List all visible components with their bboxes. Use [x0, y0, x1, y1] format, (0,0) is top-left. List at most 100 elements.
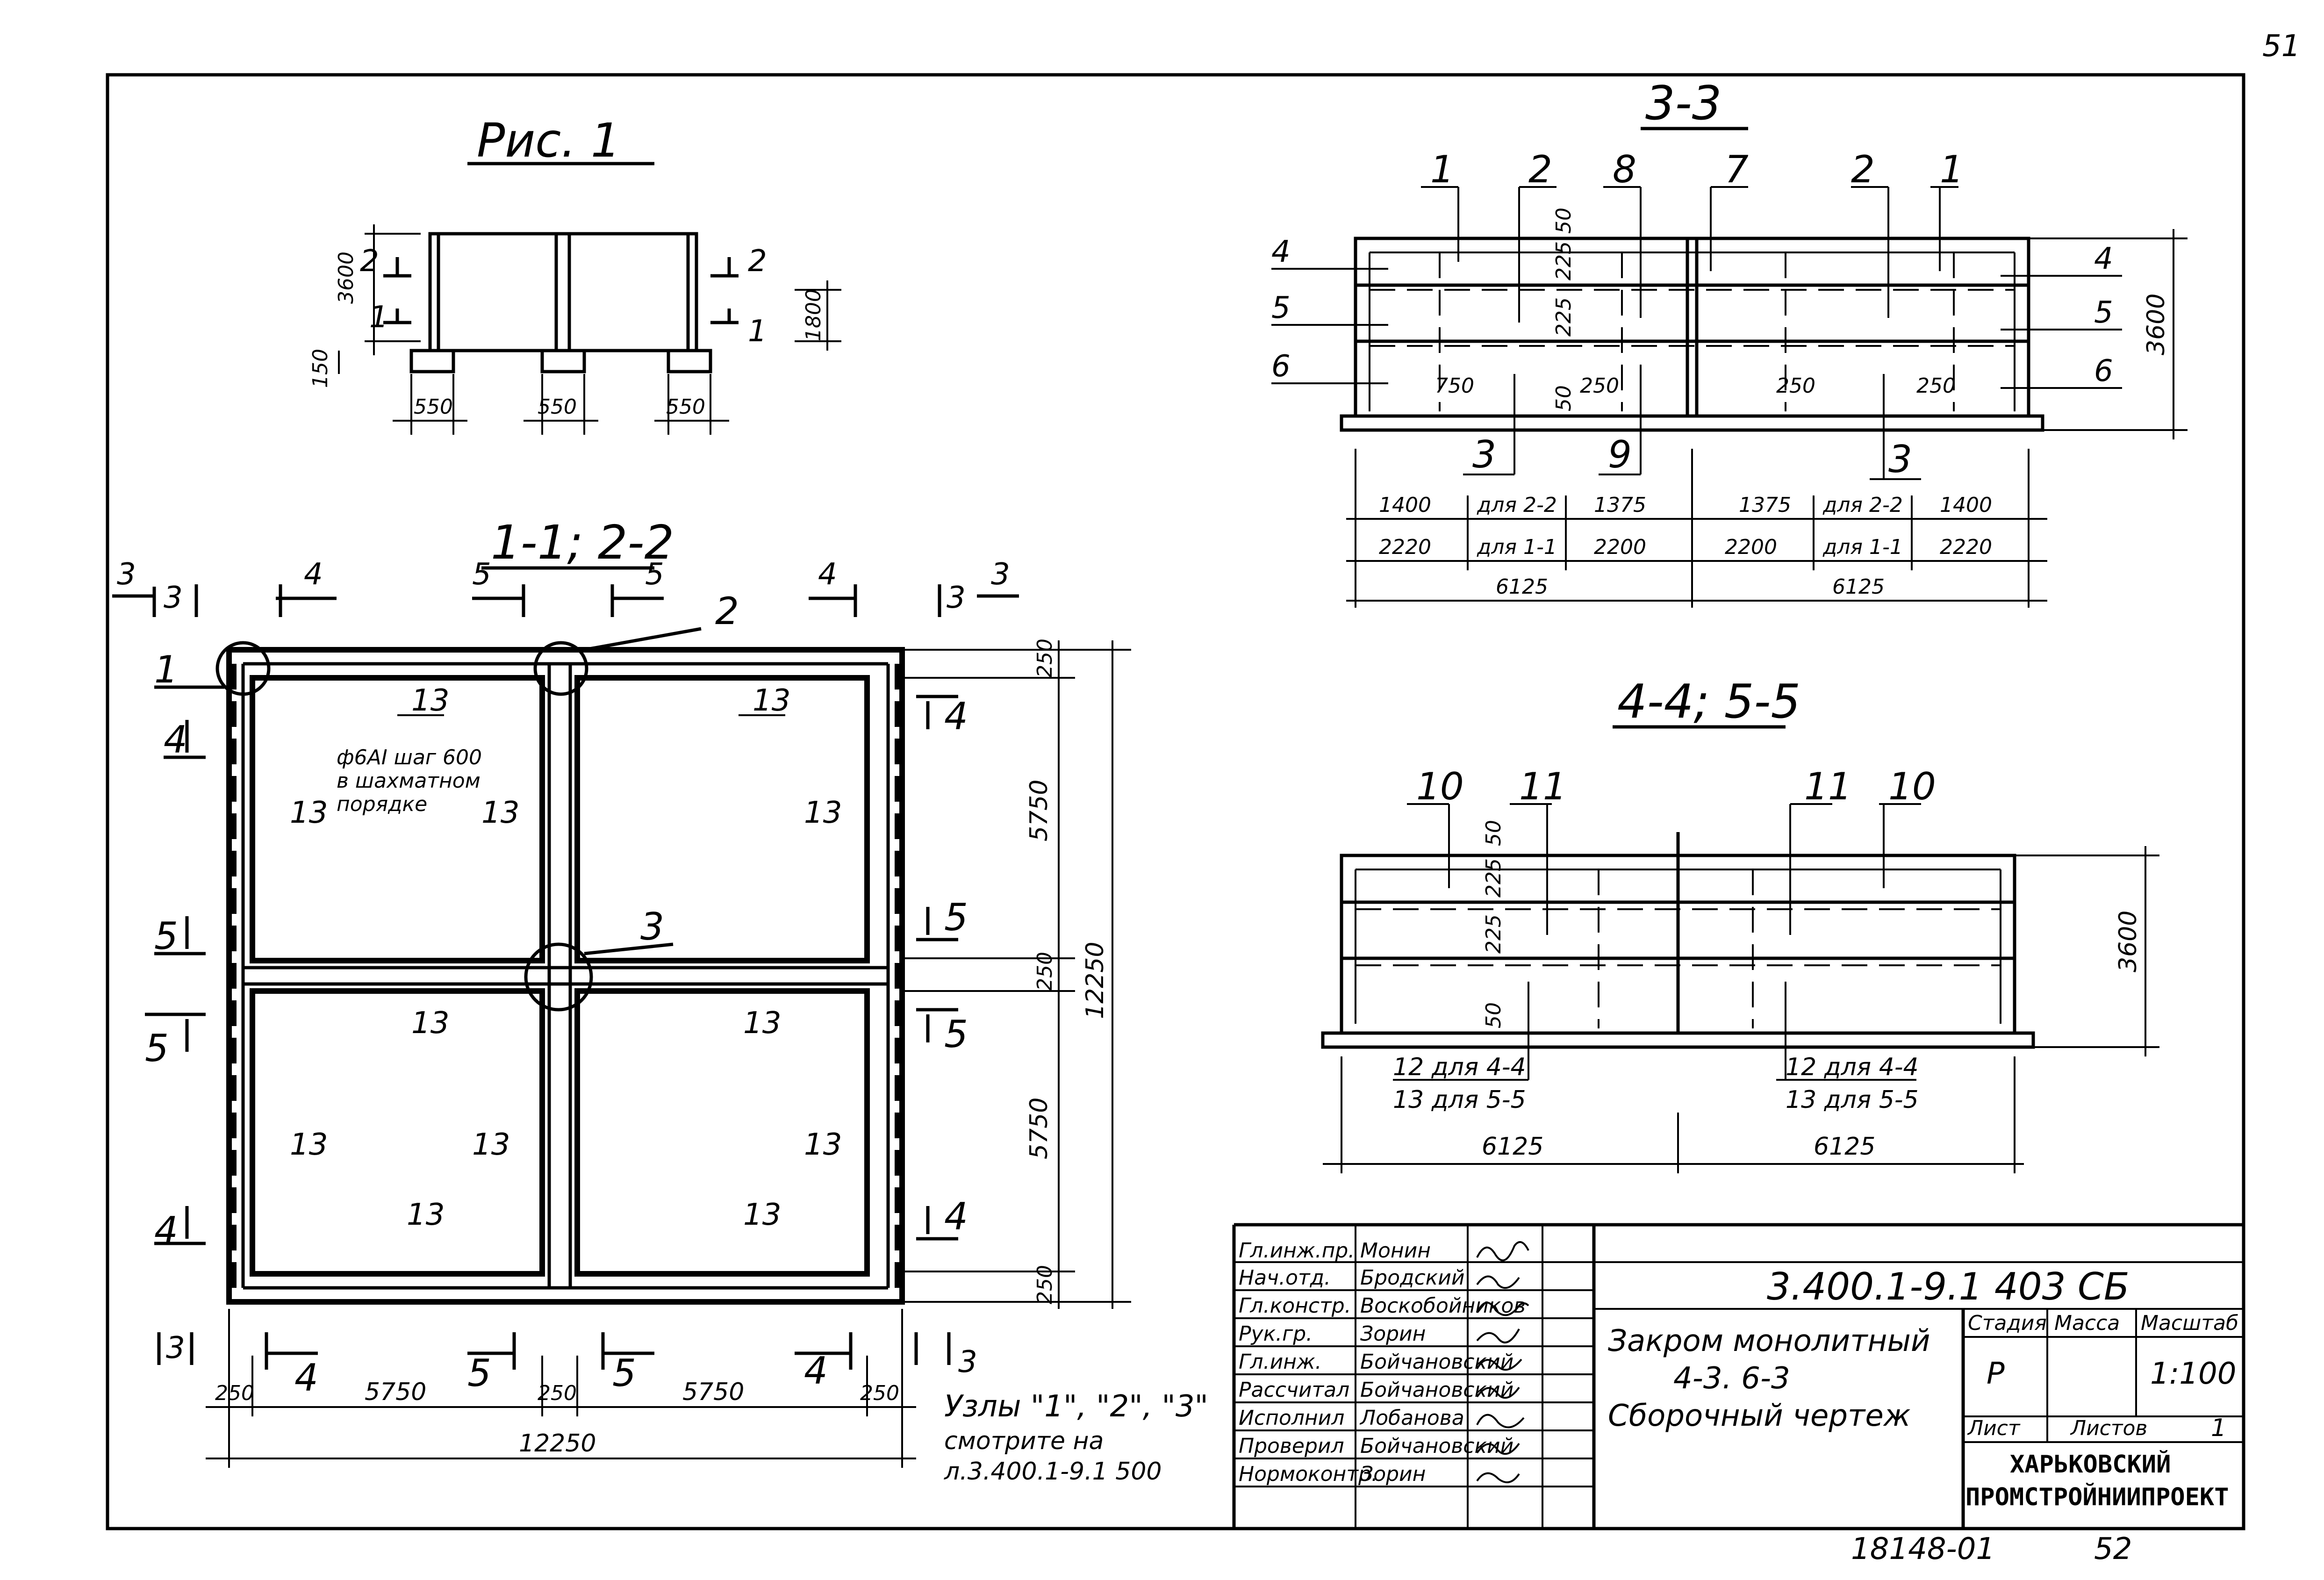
tb-scale-label: Масштаб [2141, 1311, 2238, 1335]
dim-bottom-4: 5750 [682, 1378, 744, 1406]
callout-3: 3 [640, 905, 664, 948]
dim-bottom-1: 250 [215, 1381, 254, 1405]
page-number: 51 [2262, 29, 2300, 64]
s44-top-10b: 10 [1888, 765, 1936, 808]
tb-stage-label: Стадия [1968, 1311, 2047, 1335]
fig1-base-150: 150 [308, 349, 332, 388]
tb-sheets: 1 [2211, 1414, 2226, 1442]
tb-name-7: Лобанова [1359, 1406, 1464, 1430]
dim-right-4: 5750 [1025, 1098, 1053, 1159]
fig1-height-3600: 3600 [334, 251, 358, 304]
bottom-cut-4: 5 [612, 1351, 636, 1395]
svg-text:13: 13 [743, 1198, 781, 1232]
tb-role-9: Нормоконтр. [1239, 1462, 1378, 1486]
dim-bottom-3: 250 [538, 1381, 577, 1405]
tb-scale: 1:100 [2150, 1357, 2236, 1391]
bottom-cut-3: 5 [467, 1351, 491, 1395]
tb-org-1: ХАРЬКОВСКИЙ [2010, 1450, 2171, 1479]
cut-top-1: 3 [117, 557, 136, 592]
figure-1: Рис. 1 3600 150 2 1 2 1 1800 [308, 113, 841, 435]
s33-top-2: 2 [1528, 148, 1552, 191]
s44-label-right-1: 12 для 4-4 [1786, 1053, 1919, 1081]
side-right-2: 5 [944, 896, 968, 939]
section-4-4-5-5: 4-4; 5-5 10 11 11 10 50 225 225 50 3600 [1321, 674, 2159, 1173]
tb-role-6: Рассчитал [1239, 1378, 1349, 1402]
tb-name-6: Бойчановский [1360, 1378, 1513, 1402]
bottom-cut-1: 3 [166, 1331, 185, 1365]
s33-top-6: 1 [1940, 148, 1964, 191]
bottom-cut-6: 3 [958, 1345, 977, 1379]
tb-name-3: Воскобойников [1360, 1294, 1526, 1318]
dim-right-2: 5750 [1025, 780, 1053, 841]
svg-text:2220: 2220 [1379, 535, 1431, 559]
svg-text:13: 13 [743, 1006, 781, 1041]
section44-title: 4-4; 5-5 [1617, 674, 1800, 729]
cut-top-5: 5 [645, 557, 664, 592]
s44-dim-1: 6125 [1482, 1133, 1543, 1161]
callout-1: 1 [154, 648, 178, 691]
fig1-height-1800: 1800 [802, 289, 825, 341]
s33-top-3: 8 [1613, 148, 1636, 191]
s33-right-4: 4 [2094, 242, 2113, 276]
tb-name-4: Зорин [1360, 1322, 1426, 1346]
s33-bottom-3a: 3 [1472, 433, 1496, 476]
plan-note-3: порядке [337, 792, 427, 816]
svg-text:250: 250 [1580, 374, 1619, 398]
nodes-note-3: л.3.400.1-9.1 500 [944, 1458, 1162, 1486]
nodes-note-2: смотрите на [944, 1427, 1104, 1455]
plan-note-2: в шахматном [337, 769, 481, 793]
s33-top-4: 7 [1725, 148, 1749, 191]
fig1-dim-1: 550 [414, 395, 453, 419]
svg-text:13: 13 [753, 683, 790, 718]
s33-bottom-3b: 3 [1888, 438, 1912, 481]
s44-top-11b: 11 [1804, 765, 1852, 808]
s44-top-11a: 11 [1519, 765, 1567, 808]
nodes-note-1: Узлы "1", "2", "3" [944, 1389, 1208, 1424]
tb-name-5: Бойчановский [1360, 1350, 1513, 1374]
tb-org-2: ПРОМСТРОЙНИИПРОЕКТ [1965, 1483, 2229, 1511]
s33-left-6: 6 [1271, 349, 1291, 384]
svg-text:для 1-1: для 1-1 [1822, 535, 1903, 559]
dim-bottom-total: 12250 [519, 1429, 596, 1458]
svg-text:1375: 1375 [1594, 493, 1646, 517]
fig1-dim-3: 550 [666, 395, 705, 419]
svg-text:13: 13 [407, 1198, 445, 1232]
dim-right-5: 250 [1033, 1265, 1057, 1304]
fig1-section-1-left: 1 [369, 300, 388, 335]
plan-outline [226, 647, 905, 1305]
svg-text:13: 13 [411, 1006, 449, 1041]
svg-text:50: 50 [1552, 208, 1576, 234]
callout-2: 2 [715, 589, 739, 633]
dim-bottom-5: 250 [860, 1381, 899, 1405]
svg-text:225: 225 [1482, 914, 1506, 954]
svg-text:250: 250 [1776, 374, 1815, 398]
fig1-body [428, 232, 698, 352]
svg-text:750: 750 [1435, 374, 1474, 398]
title-block: Гл.инж.пр. Нач.отд. Гл.констр. Рук.гр. Г… [1232, 1223, 2244, 1529]
tb-role-1: Гл.инж.пр. [1239, 1239, 1355, 1263]
svg-text:225: 225 [1552, 241, 1576, 280]
svg-text:1400: 1400 [1379, 493, 1431, 517]
dim-right-total: 12250 [1081, 942, 1109, 1019]
fig1-section-2-right: 2 [748, 244, 767, 279]
svg-text:13: 13 [804, 1128, 842, 1162]
cut-top-7: 3 [947, 581, 966, 615]
svg-text:2220: 2220 [1940, 535, 1992, 559]
svg-text:250: 250 [1916, 374, 1956, 398]
svg-text:13: 13 [481, 796, 519, 830]
svg-text:для 2-2: для 2-2 [1477, 493, 1557, 517]
cut-top-2: 3 [164, 581, 183, 615]
side-left-2: 5 [154, 914, 178, 958]
side-right-4: 4 [944, 1195, 968, 1238]
tb-name-9: Зорин [1360, 1462, 1426, 1486]
svg-text:2200: 2200 [1594, 535, 1646, 559]
tb-role-7: Исполнил [1239, 1406, 1344, 1430]
s33-right-6: 6 [2094, 354, 2113, 388]
s33-right-5: 5 [2094, 295, 2113, 330]
side-left-4: 4 [154, 1209, 178, 1252]
svg-text:1375: 1375 [1739, 493, 1791, 517]
s33-height: 3600 [2142, 294, 2170, 355]
node-3-circle [524, 942, 593, 1012]
cut-top-6: 4 [818, 557, 837, 592]
